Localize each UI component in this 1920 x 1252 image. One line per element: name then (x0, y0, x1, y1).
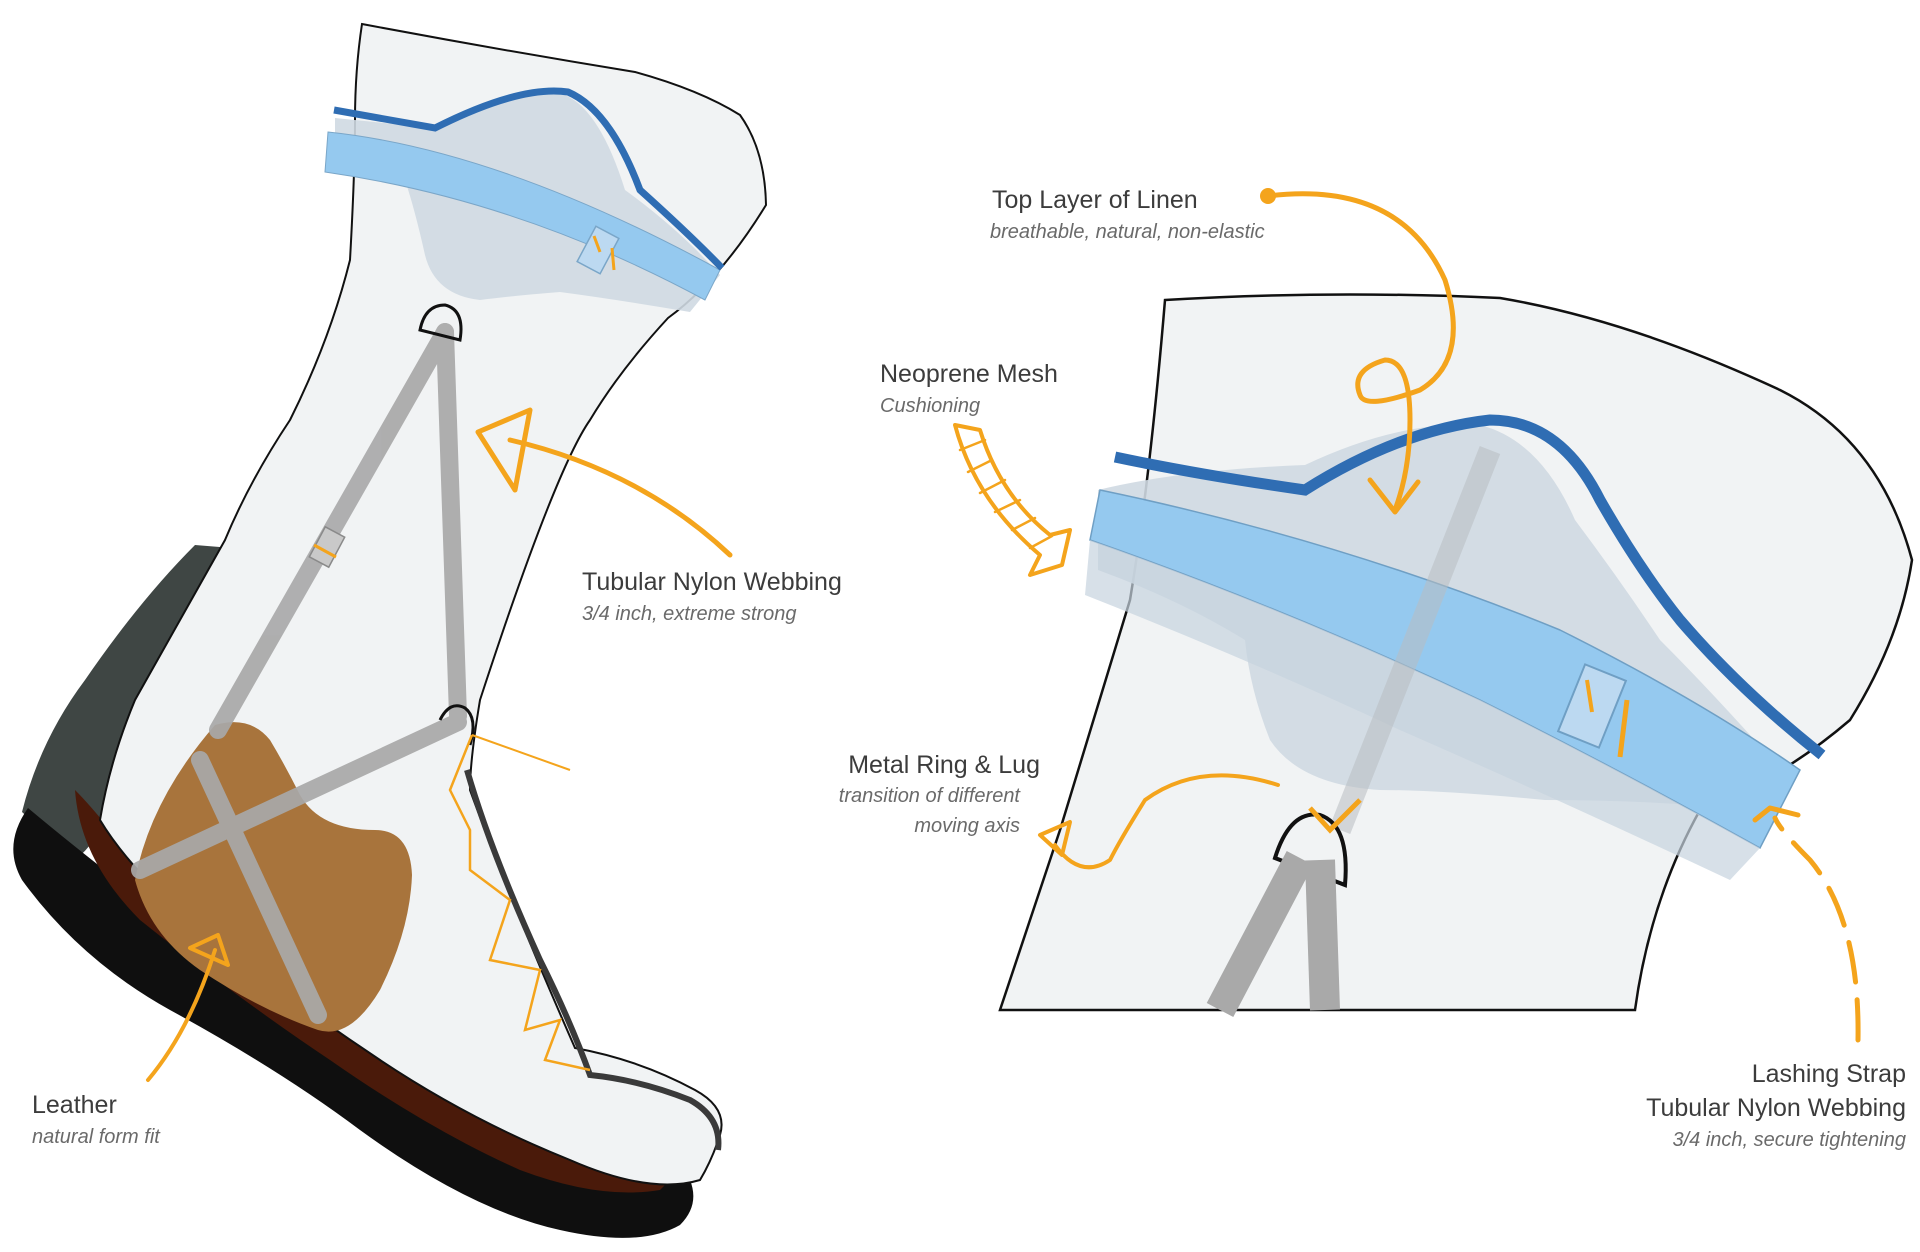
lashing-arrow (1775, 818, 1858, 1040)
metal-ring-subtitle-2: moving axis (914, 815, 1020, 837)
lace-end-left (472, 735, 570, 770)
right-zoom-view (1000, 294, 1912, 1010)
lashing-title-1: Lashing Strap (1752, 1060, 1906, 1088)
neoprene-title: Neoprene Mesh (880, 360, 1058, 388)
leather-subtitle: natural form fit (32, 1126, 161, 1148)
leather-title: Leather (32, 1091, 117, 1119)
top-layer-title: Top Layer of Linen (992, 186, 1198, 214)
webbing-subtitle: 3/4 inch, extreme strong (582, 603, 797, 625)
metal-ring-subtitle-1: transition of different (839, 785, 1022, 807)
webbing-title: Tubular Nylon Webbing (582, 568, 842, 596)
lashing-subtitle: 3/4 inch, secure tightening (1673, 1129, 1907, 1151)
left-brace-view (13, 24, 766, 1238)
neoprene-subtitle: Cushioning (880, 395, 980, 417)
zoom-lug-strap-2 (1320, 860, 1325, 1010)
band-buckle-mark-2 (612, 248, 614, 270)
metal-ring-title: Metal Ring & Lug (848, 751, 1040, 779)
neoprene-arrow-hatch (960, 440, 1052, 548)
neoprene-arrow (955, 425, 1070, 575)
top-layer-subtitle: breathable, natural, non-elastic (990, 221, 1265, 243)
lashing-title-2: Tubular Nylon Webbing (1646, 1094, 1906, 1122)
